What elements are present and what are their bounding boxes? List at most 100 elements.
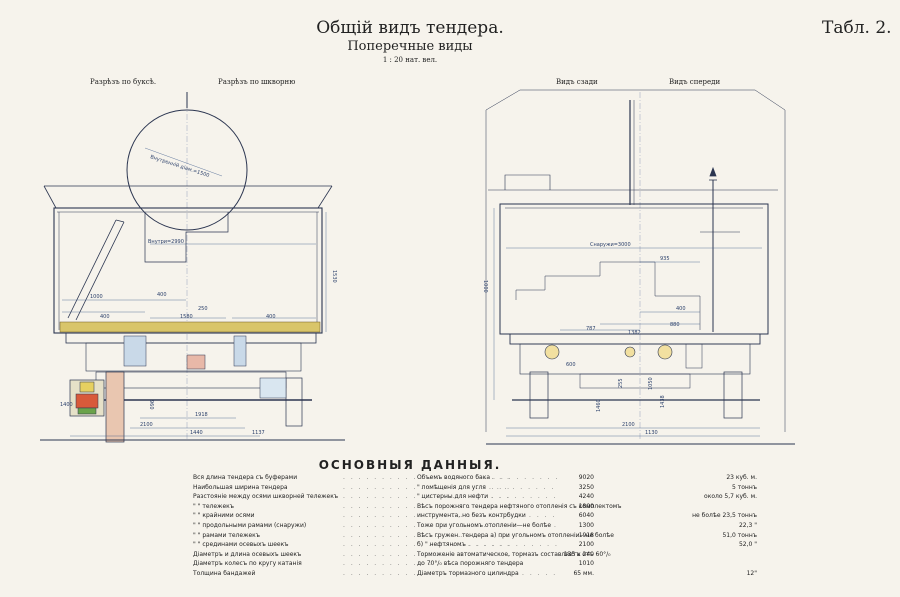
spec-right-label: " помѣщенія для угля	[417, 483, 486, 491]
spec-right-row: до 70°/₀ вѣса порожняго тендера	[417, 559, 757, 568]
spec-left-value: 135 x 240	[563, 550, 594, 558]
dim-right-4: 400	[676, 306, 686, 312]
spec-left-label: Діаметръ колесъ по кругу катанія	[193, 560, 302, 568]
leader-dots: . . . . . . . . . . . . . . . . . . . . …	[343, 502, 514, 510]
spec-right-label: б) " нефтяномъ	[417, 541, 466, 549]
dim-inside-width: Внутри=2990	[148, 239, 184, 245]
spec-right-label: Торможеніе автоматическое, тормазъ соста…	[417, 550, 611, 558]
spec-left-row: Діаметръ и длина осевыхъ шеекъ . . . . . …	[193, 550, 594, 559]
spec-right-label: Объемъ водяного бака	[417, 474, 490, 481]
spec-right-value: 52,0 "	[738, 541, 757, 549]
caption-front-view: Видъ спереди	[669, 78, 721, 86]
spec-right-row: инструмента, но безъ контрбудки. . . . .…	[417, 511, 757, 520]
spec-right-row: Вѣсъ гружен. тендера а) при угольномъ от…	[417, 531, 757, 540]
spec-right-value: около 5,7 куб. м.	[704, 493, 757, 501]
spec-left-row: " " рамами тележекъ. . . . . . . . . . .…	[193, 531, 594, 540]
spec-left-label: " " тележекъ	[193, 502, 235, 510]
spec-left-label: " " срединами осевыхъ шеекъ	[193, 541, 289, 549]
dim-left-3: 1580	[180, 314, 193, 320]
dim-right-12: 600	[566, 362, 576, 368]
spec-left-label: Вся длина тендера съ буферами	[193, 474, 298, 481]
dim-right-6: 2100	[622, 422, 635, 428]
spec-right-label: Діаметръ тормазного цилиндра	[417, 570, 519, 577]
data-section-title: ОСНОВНЫЯ ДАННЫЯ.	[318, 458, 502, 472]
leader-dots: . . . . . . . . . . . . . . . . . . . . …	[522, 570, 557, 577]
spec-left-value: 1918	[578, 531, 594, 539]
leader-dots: . . . . . . . . . . . . . . . . . . . . …	[343, 512, 514, 520]
spec-left-label: Толщина бандажей	[193, 570, 256, 577]
spec-right-label: до 70°/₀ вѣса порожняго тендера	[417, 560, 524, 568]
dim-right-11: 1050	[648, 377, 654, 390]
leader-dots: . . . . . . . . . . . . . . . . . . . . …	[493, 474, 557, 481]
spec-right-value: 5 тоннъ	[732, 483, 757, 491]
spec-right-row: " цистерны для нефти. . . . . . . . . . …	[417, 492, 757, 501]
spec-left-label: Діаметръ и длина осевыхъ шеекъ	[193, 550, 302, 558]
spec-right-label: инструмента, но безъ контрбудки	[417, 512, 526, 520]
right-cross-section	[485, 89, 795, 445]
caption-rear-view: Видъ сзади	[556, 78, 598, 86]
drawing-subtitle: Поперечные виды	[347, 39, 473, 54]
caption-pivot-section: Разрѣзъ по шкворню	[218, 78, 296, 86]
spec-right-label: Вѣсъ гружен. тендера а) при угольномъ от…	[417, 531, 614, 539]
dim-right-3: 787	[586, 326, 596, 332]
table-number: Табл. 2.	[822, 18, 892, 38]
spec-right-value: 23 куб. м.	[726, 474, 757, 481]
spec-left-row: Толщина бандажей . . . . . . . . . . . . …	[193, 569, 594, 578]
spec-right-row: Тоже при угольномъ отопленіи—не болѣе. .…	[417, 521, 757, 530]
spec-right-value: 51,0 тоннъ	[722, 531, 757, 539]
leader-dots: . . . . . . . . . . . . . . . . . . . . …	[529, 512, 557, 520]
leader-dots: . . . . . . . . . . . . . . . . . . . . …	[343, 493, 514, 501]
leader-dots: . . . . . . . . . . . . . . . . . . . . …	[343, 570, 514, 577]
dim-left-9: 1440	[190, 430, 203, 436]
spec-right-value: 22,3 "	[738, 522, 757, 529]
dim-right-5: 1000	[482, 280, 488, 293]
drawing-scale: 1 : 20 нат. вел.	[382, 56, 438, 64]
spec-left-value: 6040	[578, 512, 594, 520]
spec-left-label: " " крайними осями	[193, 512, 255, 520]
caption-axle-box-section: Разрѣзъ по буксѣ.	[90, 78, 157, 86]
dim-left-1: 400	[100, 314, 110, 320]
leader-dots: . . . . . . . . . . . . . . . . . . . . …	[343, 560, 514, 568]
spec-left-row: Діаметръ колесъ по кругу катанія . . . . …	[193, 559, 594, 568]
leader-dots: . . . . . . . . . . . . . . . . . . . . …	[343, 474, 514, 481]
spec-left-row: Вся длина тендера съ буферами . . . . . .…	[193, 473, 594, 482]
spec-left-value: 1800	[578, 502, 594, 510]
dim-right-7: 1130	[645, 430, 658, 436]
dim-left-7: 1918	[195, 412, 208, 418]
dim-left-10: 1137	[252, 430, 265, 436]
leader-dots: . . . . . . . . . . . . . . . . . . . . …	[469, 541, 557, 549]
spec-left-value: 1300	[578, 522, 594, 529]
dim-left-8: 2100	[140, 422, 153, 428]
spec-right-row: Діаметръ тормазного цилиндра. . . . . . …	[417, 569, 757, 578]
dim-left-2: 400	[157, 292, 167, 298]
spec-right-value: не болѣе 23,5 тоннъ	[692, 512, 757, 520]
dim-tank-diameter: Внутренній діам.=1500	[149, 153, 210, 179]
dim-right-0: 935	[660, 256, 670, 262]
leader-dots: . . . . . . . . . . . . . . . . . . . . …	[343, 541, 514, 549]
spec-left-value: 9020	[578, 474, 594, 481]
dim-left-5: 400	[266, 314, 276, 320]
dim-left-0: 1000	[90, 294, 103, 300]
spec-left-label: Наибольшая ширина тендера	[193, 483, 288, 491]
leader-dots: . . . . . . . . . . . . . . . . . . . . …	[343, 550, 514, 558]
spec-left-label: Разстояніе между осями шкворней тележекъ	[193, 493, 339, 501]
spec-left-value: 1010	[578, 560, 594, 568]
spec-right-label: Вѣсъ порожняго тендера нефтяного отоплен…	[417, 502, 622, 510]
dim-left-12: 960	[148, 400, 154, 410]
spec-left-row: " " тележекъ . . . . . . . . . . . . . . …	[193, 502, 594, 511]
leader-dots: . . . . . . . . . . . . . . . . . . . . …	[343, 483, 514, 491]
dim-right-8: 255	[618, 378, 624, 388]
dim-right-9: 1460	[596, 399, 602, 412]
spec-left-row: Наибольшая ширина тендера . . . . . . . .…	[193, 483, 594, 492]
dim-right-1: 880	[670, 322, 680, 328]
spec-right-row: Торможеніе автоматическое, тормазъ соста…	[417, 550, 757, 559]
spec-right-row: б) " нефтяномъ. . . . . . . . . . . . . …	[417, 540, 757, 549]
spec-left-value: 4240	[578, 493, 594, 501]
spec-left-value: 3250	[578, 483, 594, 491]
left-cross-section	[40, 92, 345, 443]
spec-left-label: " " рамами тележекъ	[193, 531, 261, 539]
leader-dots: . . . . . . . . . . . . . . . . . . . . …	[489, 483, 557, 491]
leader-dots: . . . . . . . . . . . . . . . . . . . . …	[343, 522, 514, 529]
spec-left-label: " " продольными рамами (снаружи)	[193, 522, 307, 529]
dim-right-10: 1438	[660, 395, 666, 408]
